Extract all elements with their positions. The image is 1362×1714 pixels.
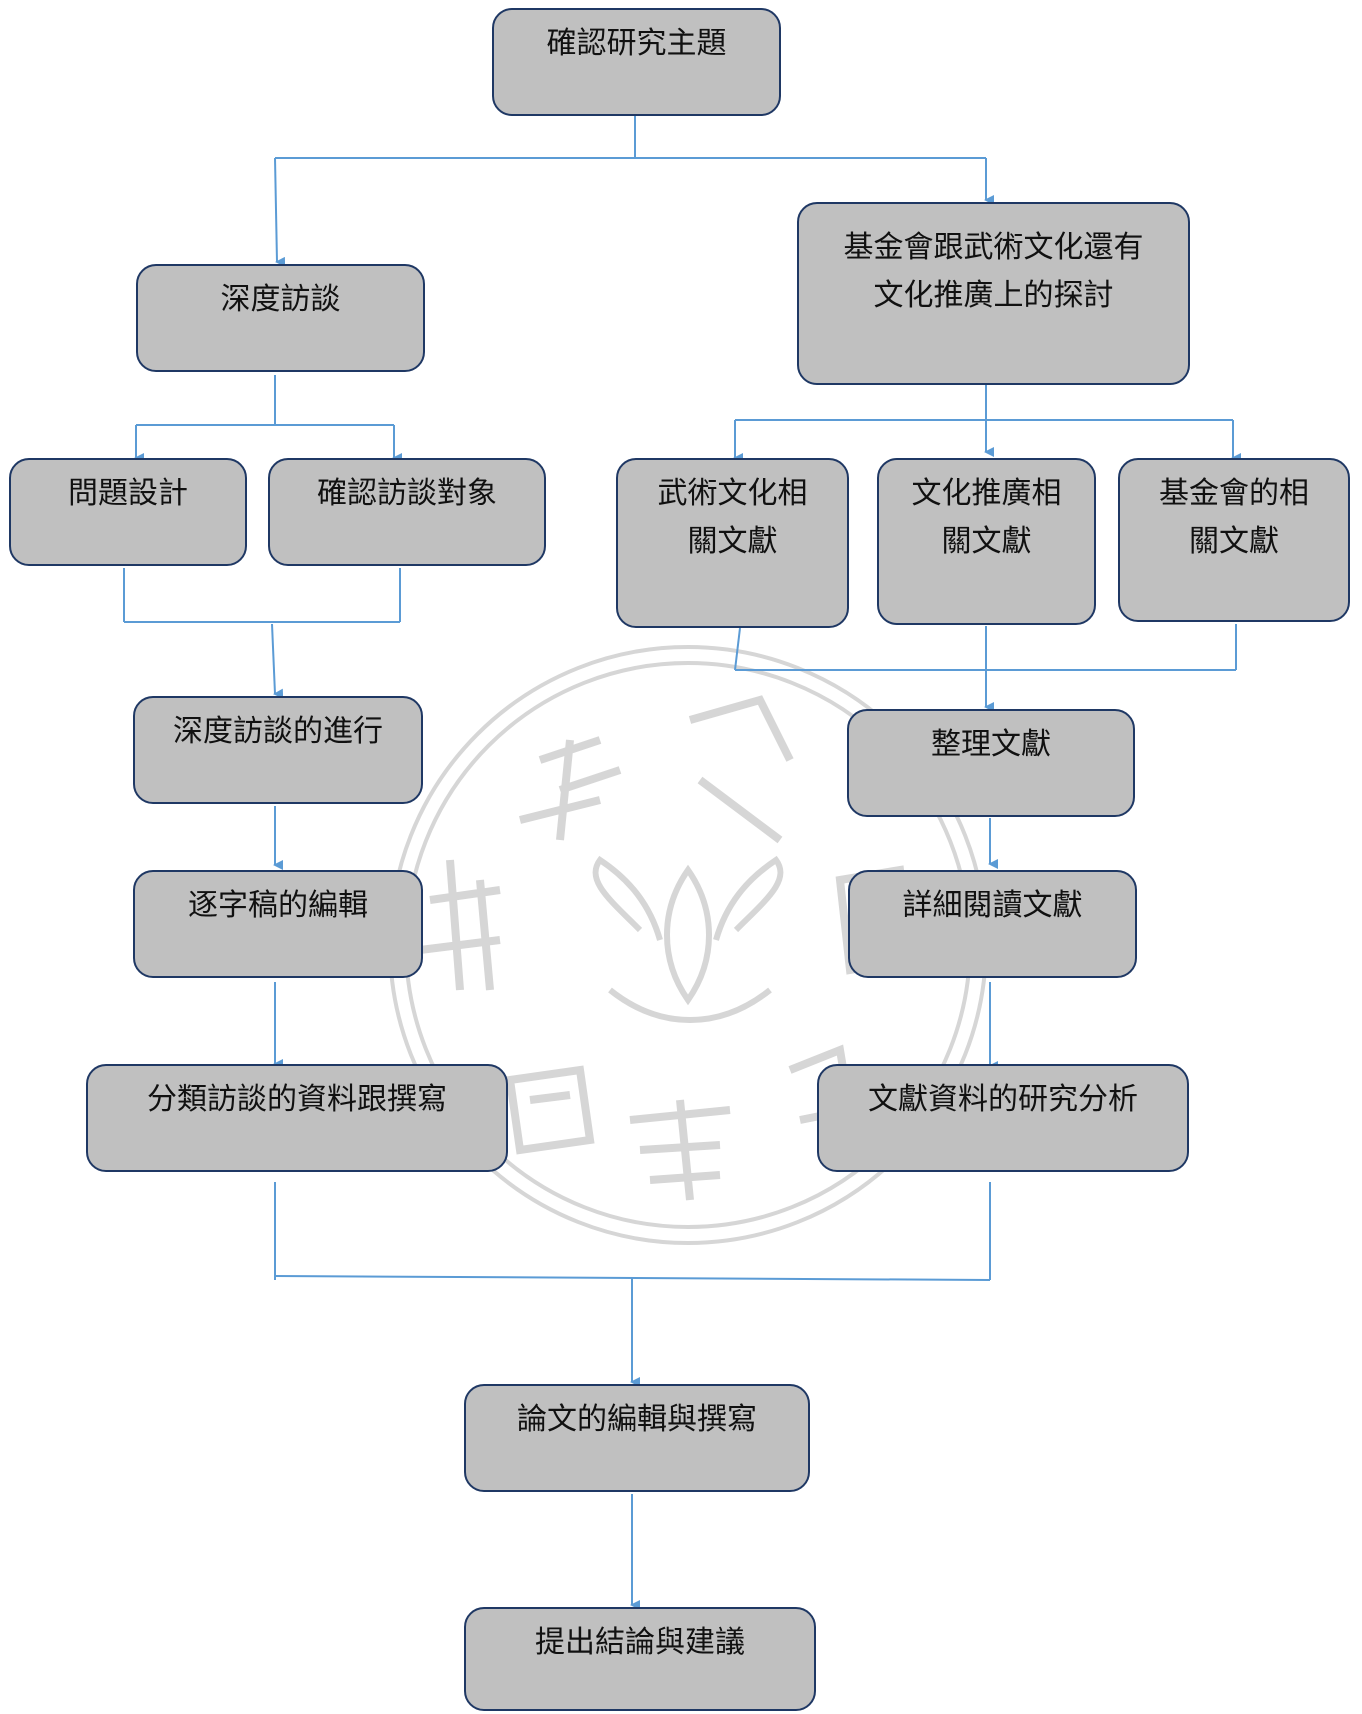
node-label-line-1: 基金會的相 [1159, 476, 1309, 511]
node-label: 深度訪談 [220, 282, 341, 317]
connector-line [734, 627, 741, 671]
node-label: 確認研究主題 [546, 26, 727, 61]
node-label-line-2: 文化推廣上的探討 [873, 278, 1114, 313]
node-question-design: 問題設計 [9, 458, 247, 566]
node-conclusions-suggestions: 提出結論與建議 [464, 1607, 816, 1711]
node-label-line-1: 基金會跟武術文化還有 [843, 230, 1144, 265]
node-label: 分類訪談的資料跟撰寫 [147, 1082, 447, 1117]
node-thesis-writing: 論文的編輯與撰寫 [464, 1384, 810, 1492]
node-transcript-editing: 逐字稿的編輯 [133, 870, 423, 978]
node-label: 論文的編輯與撰寫 [517, 1402, 757, 1437]
node-label-line-2: 關文獻 [687, 524, 778, 559]
node-foundation-discussion: 基金會跟武術文化還有 文化推廣上的探討 [797, 202, 1190, 385]
node-label: 問題設計 [68, 476, 188, 511]
node-detailed-reading: 詳細閱讀文獻 [848, 870, 1137, 978]
node-in-depth-interview: 深度訪談 [136, 264, 425, 372]
node-label-line-1: 武術文化相 [657, 476, 808, 511]
node-confirm-interviewees: 確認訪談對象 [268, 458, 546, 566]
node-label: 整理文獻 [931, 727, 1051, 762]
node-classify-interview-data: 分類訪談的資料跟撰寫 [86, 1064, 508, 1172]
node-culture-promotion-literature: 文化推廣相 關文獻 [877, 458, 1096, 625]
node-organize-literature: 整理文獻 [847, 709, 1135, 817]
node-foundation-literature: 基金會的相 關文獻 [1118, 458, 1350, 622]
node-confirm-research-topic: 確認研究主題 [492, 8, 781, 116]
node-conduct-interview: 深度訪談的進行 [133, 696, 423, 804]
node-martial-culture-literature: 武術文化相 關文獻 [616, 458, 849, 628]
node-label: 確認訪談對象 [317, 476, 497, 511]
connector-arrow [274, 157, 286, 267]
node-label: 深度訪談的進行 [173, 714, 383, 749]
node-label: 文獻資料的研究分析 [868, 1082, 1138, 1117]
node-label: 逐字稿的編輯 [188, 888, 368, 923]
node-literature-analysis: 文獻資料的研究分析 [817, 1064, 1189, 1172]
node-label: 提出結論與建議 [535, 1625, 745, 1660]
node-label-line-2: 關文獻 [1189, 524, 1279, 559]
node-label-line-2: 關文獻 [941, 524, 1032, 559]
node-label-line-1: 文化推廣相 [911, 476, 1062, 511]
node-label: 詳細閱讀文獻 [902, 888, 1083, 923]
connector-arrow [271, 623, 284, 699]
